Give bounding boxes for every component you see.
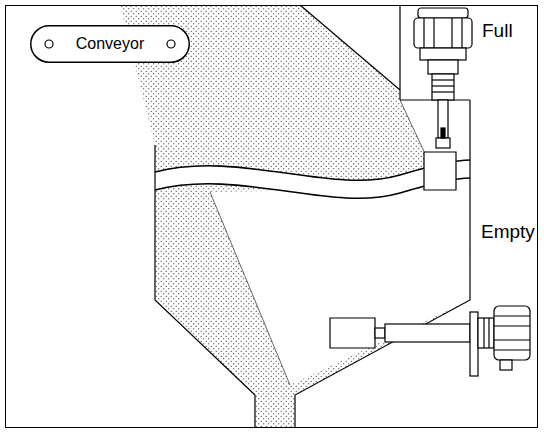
break-line (155, 160, 470, 180)
frame (6, 6, 538, 428)
level-label: Full (482, 20, 513, 42)
material-surface (210, 192, 290, 385)
mount-frame (399, 5, 400, 100)
silo-wall (295, 100, 470, 428)
bulk-material (120, 5, 470, 428)
break-band (155, 160, 470, 198)
empty-space (210, 188, 470, 385)
silo-roof (300, 5, 400, 90)
conveyor-shape: Conveyor (30, 25, 190, 63)
level-label: Empty (481, 221, 535, 243)
break-line (155, 178, 470, 198)
full-level-sensor (414, 8, 472, 190)
empty-level-sensor (330, 306, 530, 376)
silo-wall (155, 145, 255, 428)
conveyor-label: Conveyor (76, 35, 144, 53)
